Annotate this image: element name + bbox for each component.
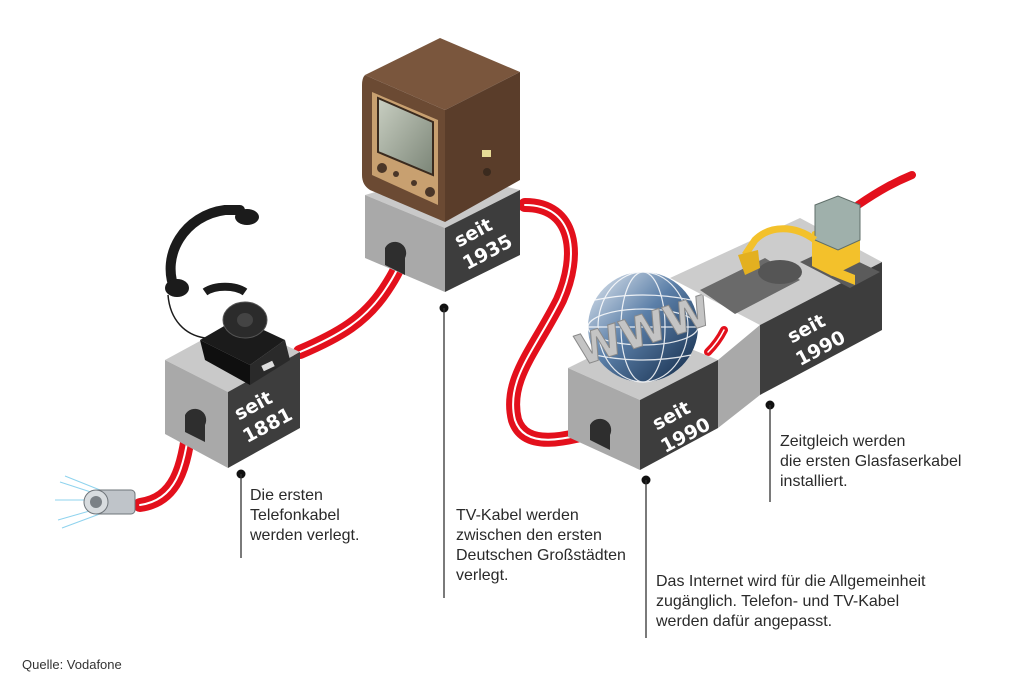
caption-1990-fiber: Zeitgleich werden die ersten Glasfaserka… <box>780 433 962 490</box>
tv-icon <box>362 38 520 222</box>
source-credit: Quelle: Vodafone <box>22 657 122 672</box>
fiber-cable-end-icon <box>55 475 136 529</box>
telephone-icon <box>165 205 290 385</box>
leader-lines <box>236 303 775 638</box>
caption-1881: Die ersten Telefonkabel werden verlegt. <box>250 487 360 544</box>
caption-1935: TV-Kabel werden zwischen den ersten Deut… <box>456 507 626 584</box>
excavator-icon <box>738 195 880 288</box>
caption-1990-internet: Das Internet wird für die Allgemeinheit … <box>656 573 926 630</box>
